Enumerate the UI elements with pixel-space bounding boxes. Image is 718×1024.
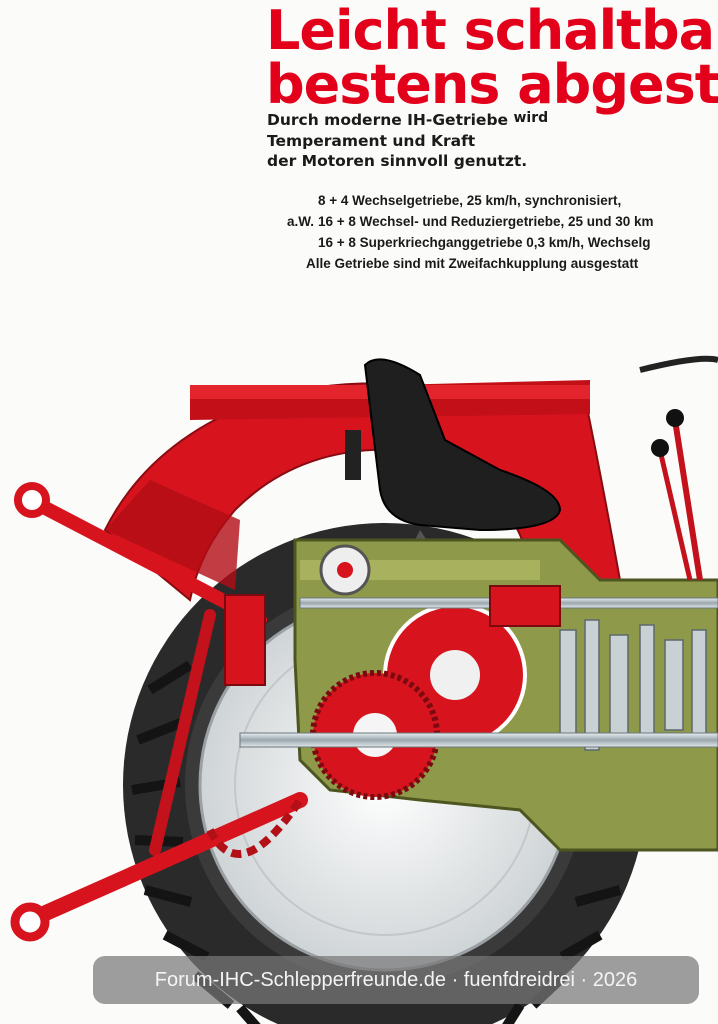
- subheadline-line-1-tail: wird: [513, 110, 549, 126]
- transmission-specs: 8 + 4 Wechselgetriebe, 25 km/h, synchron…: [266, 190, 654, 274]
- headline: Leicht schaltba bestens abgest: [266, 4, 718, 112]
- spec-prefix: [266, 232, 318, 253]
- spec-note: Alle Getriebe sind mit Zweifachkupplung …: [306, 256, 639, 271]
- headline-line-2: bestens abgest: [266, 53, 718, 116]
- subheadline-line-3: der Motoren sinnvoll genutzt.: [267, 152, 528, 170]
- subheadline-line-2: Temperament und Kraft: [267, 132, 476, 150]
- subheadline-line-1: Durch moderne IH-Getriebe wird: [267, 110, 548, 131]
- watermark: Forum-IHC-Schlepperfreunde.de · fuenfdre…: [93, 956, 699, 1004]
- spec-prefix: [266, 190, 318, 211]
- control-levers: [639, 355, 718, 581]
- tractor-cutaway-illustration: [10, 355, 718, 1024]
- spec-row: 16 + 8 Superkriechganggetriebe 0,3 km/h,…: [266, 232, 654, 253]
- gears: [239, 544, 718, 800]
- spec-prefix: a.W.: [286, 214, 314, 229]
- spec-text: 16 + 8 Superkriechganggetriebe 0,3 km/h,…: [318, 235, 651, 250]
- three-point-linkage: [10, 482, 308, 942]
- rear-fender: [103, 380, 622, 612]
- spec-text: 8 + 4 Wechselgetriebe, 25 km/h, synchron…: [318, 193, 622, 208]
- spec-row: 8 + 4 Wechselgetriebe, 25 km/h, synchron…: [266, 190, 654, 211]
- subheadline: Durch moderne IH-Getriebe wird Temperame…: [267, 110, 548, 171]
- headline-line-1: Leicht schaltba: [266, 0, 715, 62]
- spec-row: a.W. 16 + 8 Wechsel- und Reduziergetriebe…: [266, 211, 654, 232]
- subheadline-line-1-main: Durch moderne IH-Getriebe: [267, 111, 509, 129]
- spec-text: 16 + 8 Wechsel- und Reduziergetriebe, 25…: [318, 214, 654, 229]
